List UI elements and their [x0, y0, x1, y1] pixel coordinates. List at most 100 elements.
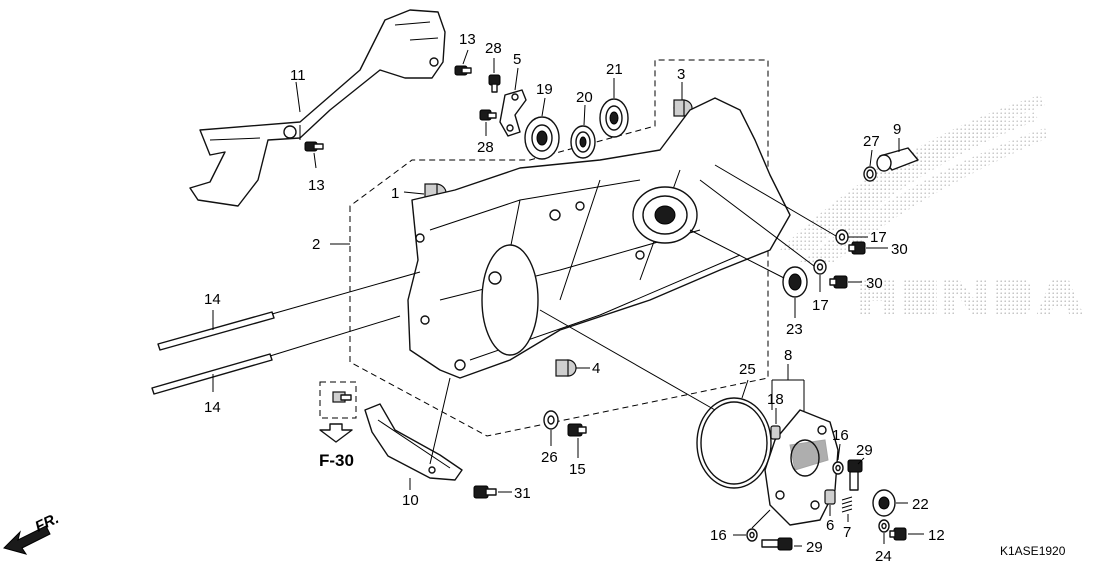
- callout-17-upper: 17: [870, 229, 887, 246]
- callout-16-upper: 16: [832, 427, 849, 444]
- callout-18: 18: [767, 391, 784, 408]
- callout-13-upper: 13: [459, 31, 476, 48]
- callout-5: 5: [513, 51, 521, 68]
- leader-5: [514, 67, 519, 91]
- leader-23: [689, 229, 796, 318]
- part-30-bolt-upper: [848, 241, 866, 255]
- callout-28-lower: 28: [477, 139, 494, 156]
- part-14-stud-upper: [157, 311, 275, 351]
- leader-14a: [212, 271, 421, 330]
- part-13-bolt-upper: [454, 65, 472, 76]
- leader-25: [539, 309, 749, 411]
- callout-labels: 11 13 13 28 28 5 19 20 21 3 1 2 14 14 4 …: [204, 31, 945, 565]
- watermark-brand-lettering: [858, 278, 1084, 316]
- part-27-o-ring: [863, 166, 877, 182]
- callout-16-lower: 16: [710, 527, 727, 544]
- front-direction-label: FR.: [33, 510, 62, 536]
- part-31-bolt: [473, 485, 497, 499]
- callout-9: 9: [893, 121, 901, 138]
- part-28-bolt-upper: [488, 74, 501, 93]
- part-14-stud-lower: [151, 353, 273, 395]
- callout-28-upper: 28: [485, 40, 502, 57]
- part-3-collar: [673, 99, 693, 117]
- part-10-cover: [364, 403, 463, 481]
- callout-19: 19: [536, 81, 553, 98]
- callout-24: 24: [875, 548, 892, 565]
- callout-11: 11: [290, 67, 306, 84]
- part-9-plug: [876, 147, 919, 172]
- callout-29-upper: 29: [856, 442, 873, 459]
- part-12-bolt: [889, 527, 907, 541]
- assembly-boundary-dashed: [349, 59, 769, 437]
- leader-8-bracket: [771, 364, 805, 412]
- part-26-washer: [543, 410, 559, 430]
- callout-26: 26: [541, 449, 558, 466]
- callout-12: 12: [928, 527, 945, 544]
- part-28-bolt-lower: [479, 109, 497, 121]
- callout-23: 23: [786, 321, 803, 338]
- leader-crankcase-bolts: [699, 164, 837, 267]
- leader-16a: [837, 443, 841, 461]
- part-8-cover-plate: [764, 409, 839, 526]
- callout-14-lower: 14: [204, 399, 221, 416]
- callout-27: 27: [863, 133, 880, 150]
- callout-14-upper: 14: [204, 291, 221, 308]
- callout-15: 15: [569, 461, 586, 478]
- callout-2: 2: [312, 236, 320, 253]
- callout-30-upper: 30: [891, 241, 908, 258]
- watermark-wing-logo: [780, 95, 1048, 262]
- part-25-o-ring: [696, 397, 772, 489]
- part-5-plate: [499, 89, 527, 137]
- callout-7: 7: [843, 524, 851, 541]
- part-11-bracket: [189, 9, 446, 207]
- part-17-washer-lower: [813, 259, 827, 275]
- leader-29a: [857, 457, 865, 465]
- callout-6: 6: [826, 517, 834, 534]
- part-18-dowel: [770, 425, 781, 440]
- part-4-collar: [555, 359, 577, 377]
- leader-11: [295, 81, 301, 113]
- diagram-reference-code: K1ASE1920: [1000, 544, 1066, 558]
- front-direction-arrow-icon: [3, 525, 51, 555]
- callout-22: 22: [912, 496, 929, 513]
- part-20-bearing: [570, 125, 596, 159]
- leader-14b: [212, 315, 401, 392]
- leader-16b: [733, 509, 771, 536]
- callout-10: 10: [402, 492, 419, 509]
- callout-4: 4: [592, 360, 600, 377]
- part-13-bolt-lower: [304, 141, 324, 152]
- callout-3: 3: [677, 66, 685, 83]
- callout-29-lower: 29: [806, 539, 823, 556]
- part-22-oil-seal: [872, 489, 896, 517]
- callout-8: 8: [784, 347, 792, 364]
- part-7-spring: [841, 496, 853, 513]
- callout-21: 21: [606, 61, 623, 78]
- part-29-bolt-upper: [847, 459, 863, 491]
- section-ref-label: F-30: [319, 451, 354, 470]
- part-15-drain-bolt: [567, 423, 587, 437]
- part-16-washer-lower: [746, 528, 758, 542]
- leader-19: [541, 97, 546, 117]
- callout-25: 25: [739, 361, 756, 378]
- f30-reference: [319, 381, 357, 443]
- callout-30-lower: 30: [866, 275, 883, 292]
- part-24-washer: [878, 519, 890, 533]
- part-16-washer-upper: [832, 461, 844, 475]
- callout-20: 20: [576, 89, 593, 106]
- part-23-oil-seal: [782, 266, 808, 298]
- part-17-washer-upper: [835, 229, 849, 245]
- leader-13a: [462, 49, 469, 65]
- callout-31: 31: [514, 485, 531, 502]
- part-19-bearing: [524, 116, 560, 160]
- leader-10: [409, 377, 451, 490]
- callout-1: 1: [391, 185, 399, 202]
- part-2-crankcase: [407, 97, 791, 379]
- callout-13-lower: 13: [308, 177, 325, 194]
- leader-27: [869, 149, 873, 167]
- part-30-bolt-lower: [829, 275, 848, 289]
- leader-20: [583, 104, 586, 126]
- callout-17-lower: 17: [812, 297, 829, 314]
- leader-13b: [313, 152, 317, 169]
